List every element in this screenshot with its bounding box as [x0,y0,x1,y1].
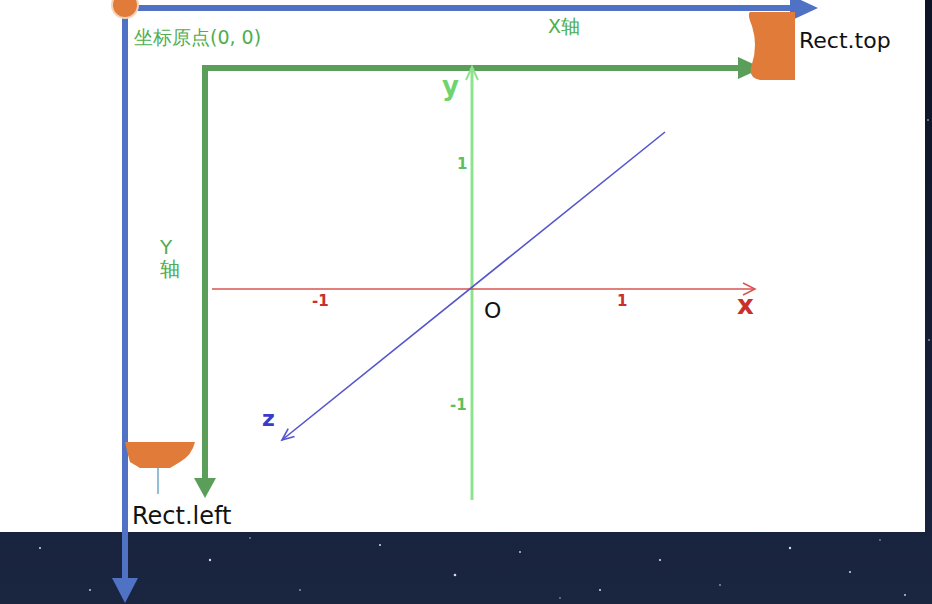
label-anchor: Y 轴 [160,236,180,280]
origin-name: O [484,298,501,323]
rect-left-marker [125,442,195,468]
label-anchor: 1 [457,156,467,173]
screen-y-axis [122,5,128,580]
origin-label: 坐标原点(0, 0) [134,27,261,49]
label-anchor: z [262,406,275,431]
axis-name: z [262,406,275,431]
label-anchor: Rect.top [799,28,891,53]
ndc-z-axis [282,132,665,440]
leader-line [157,468,159,494]
axis-name: x [737,291,754,321]
axis-name: y [442,72,459,102]
label-anchor: O [484,298,501,323]
white-panel [0,0,925,532]
arrowhead [194,478,216,498]
label-anchor: x [737,291,754,321]
arrowhead [282,429,295,440]
tick-number: 1 [457,156,467,173]
label-anchor: -1 [312,293,329,310]
origin-dot [112,0,138,18]
label-anchor: X轴 [548,16,580,38]
label-anchor: Rect.left [132,503,231,531]
axis-label: Y 轴 [160,236,180,280]
screen-x-axis [118,5,792,11]
ndc-x-axis [212,288,755,290]
rect-top-marker [749,12,795,80]
arrowhead [112,578,138,603]
axis-label: X轴 [548,16,580,38]
label-anchor: y [442,72,459,102]
tick-number: 1 [617,293,627,310]
rect-top-label: Rect.top [799,28,891,53]
tick-number: -1 [312,293,329,310]
arrowhead [466,67,478,80]
label-anchor: -1 [450,397,467,414]
label-anchor: 坐标原点(0, 0) [134,27,261,49]
rect-left-label: Rect.left [132,503,231,531]
tick-number: -1 [450,397,467,414]
ndc-y-axis [471,68,474,500]
label-anchor: 1 [617,293,627,310]
